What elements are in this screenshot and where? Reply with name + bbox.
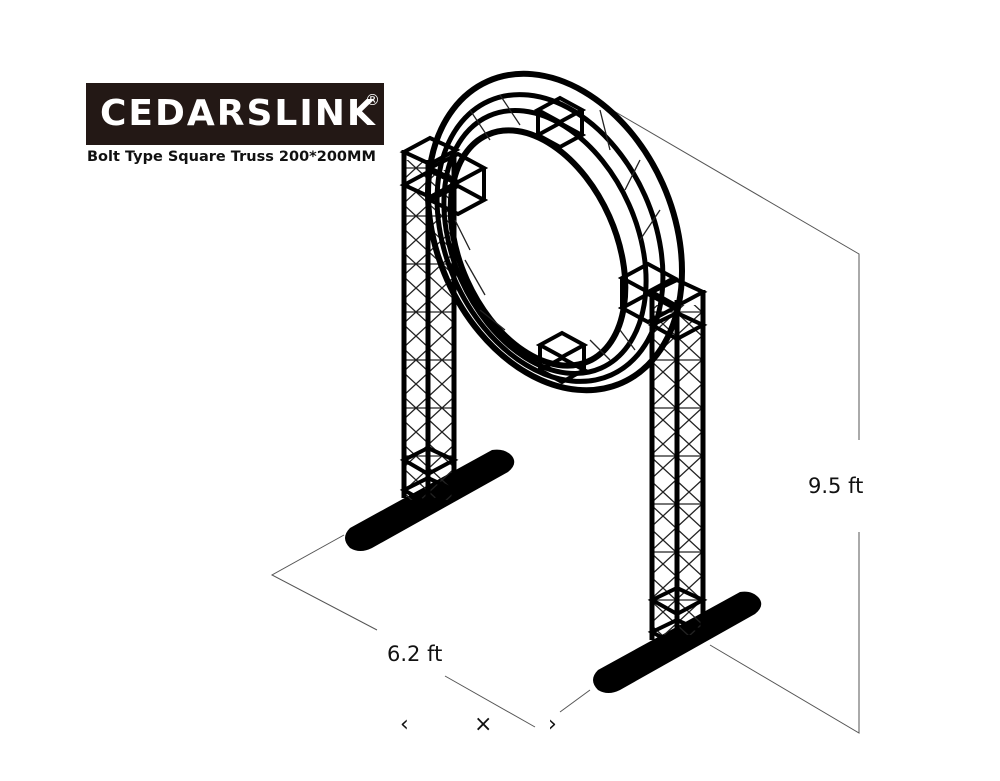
prev-arrow-icon[interactable]: ‹	[400, 712, 409, 737]
dimension-lines	[270, 92, 860, 734]
width-dimension-label: 6.2 ft	[387, 642, 443, 666]
ring-truss	[425, 70, 685, 394]
right-tower	[617, 261, 708, 655]
next-arrow-icon[interactable]: ›	[548, 712, 557, 737]
brand-logo: CEDARSLINK ®	[86, 83, 384, 145]
brand-name: CEDARSLINK	[100, 93, 377, 134]
product-subtitle: Bolt Type Square Truss 200*200MM	[87, 149, 376, 165]
height-dimension-label: 9.5 ft	[808, 474, 864, 498]
close-icon[interactable]: ×	[474, 712, 493, 737]
registered-mark-icon: ®	[365, 91, 380, 109]
